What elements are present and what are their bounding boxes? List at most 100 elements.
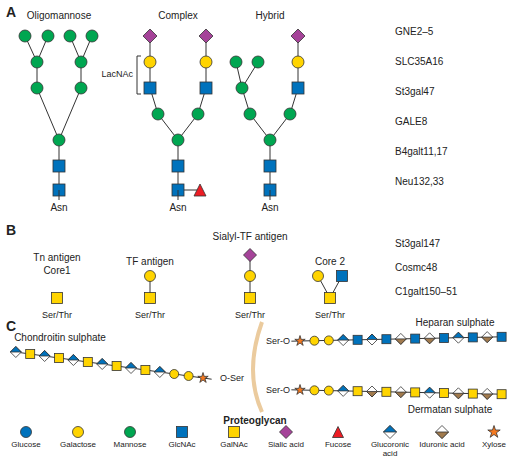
structure-label: Ser/Thr [135, 310, 165, 320]
panel-letter: C [6, 318, 16, 334]
man-symbol [42, 30, 54, 42]
glcnac-symbol [200, 82, 212, 94]
glca-symbol [39, 351, 50, 362]
galnac-symbol [497, 390, 506, 399]
glca-symbol [453, 332, 464, 343]
glca-symbol [367, 334, 378, 345]
structure-label: Core1 [43, 265, 70, 277]
gal-symbol [184, 372, 193, 381]
glca-half [367, 334, 378, 340]
glycosidic-bond [270, 190, 271, 200]
gene-name: SLC35A16 [395, 56, 443, 68]
man-symbol [172, 134, 184, 146]
glca-symbol [384, 426, 397, 439]
glca-half [384, 426, 397, 433]
glcnac-symbol [144, 82, 156, 94]
glca-half [39, 351, 50, 357]
structure-label: LacNAc [101, 69, 133, 79]
galnac-symbol [382, 387, 391, 396]
idoa-half [424, 338, 435, 344]
glycosidic-bond [37, 88, 59, 140]
man-symbol [64, 30, 76, 42]
xylose-symbol [295, 336, 305, 346]
structure-label: Ser/Thr [315, 310, 345, 320]
structure-label: O-Ser [220, 373, 244, 383]
idoa-half [395, 392, 406, 398]
gal-symbol [200, 56, 212, 68]
glcnac-symbol [353, 335, 362, 344]
gal-symbol [310, 386, 319, 395]
gal-symbol [144, 56, 156, 68]
galnac-symbol [55, 354, 64, 363]
glc-symbol [21, 427, 32, 438]
structure-label: Dermatan sulphate [408, 404, 493, 416]
glca-half [126, 363, 137, 369]
gal-symbol [324, 386, 333, 395]
idoa-half [395, 339, 406, 345]
galnac-symbol [141, 366, 150, 375]
sialic-symbol [291, 29, 305, 43]
galnac-symbol [353, 387, 362, 396]
structure-label: Chondroitin sulphate [14, 332, 106, 344]
structure-label: Hybrid [256, 10, 285, 22]
man-symbol [192, 108, 204, 120]
man-symbol [31, 56, 43, 68]
lacnac-bracket [137, 56, 141, 94]
sialic-symbol [280, 426, 293, 439]
man-symbol [125, 427, 136, 438]
idoa-symbol [424, 333, 435, 344]
glca-symbol [10, 347, 21, 358]
idoa-half [367, 392, 378, 398]
man-symbol [236, 82, 248, 94]
glca-half [154, 367, 165, 373]
man-symbol [19, 30, 31, 42]
glcnac-symbol [53, 160, 65, 172]
glca-half [424, 387, 435, 393]
sialic-symbol [199, 29, 213, 43]
glca-half [338, 335, 349, 341]
glcnac-symbol [440, 334, 449, 343]
legend-text: Iduronic acid [416, 441, 468, 450]
structure-label: Ser-O [266, 385, 290, 395]
sialic-symbol [244, 249, 257, 262]
fucose-symbol [333, 427, 344, 438]
man-symbol [230, 56, 242, 68]
glca-symbol [97, 359, 108, 370]
structure-label: Asn [50, 202, 67, 214]
idoa-symbol [482, 332, 493, 343]
glcnac-symbol [411, 334, 420, 343]
gene-name: GNE2–5 [395, 26, 433, 38]
glcnac-symbol [468, 333, 477, 342]
gal-symbol [324, 336, 333, 345]
glca-half [10, 347, 21, 353]
glcnac-symbol [497, 332, 506, 341]
structure-label: Sialyl-TF antigen [212, 231, 287, 243]
man-symbol [244, 108, 256, 120]
gene-name: GALE8 [395, 116, 427, 128]
legend-text: Galactose [52, 441, 104, 450]
structure-label: Core 2 [315, 256, 345, 268]
man-symbol [53, 134, 65, 146]
galnac-symbol [26, 350, 35, 359]
legend-text: Glucoronic acid [364, 441, 416, 459]
legend-text: Fucose [312, 441, 364, 450]
idoa-half [482, 394, 493, 400]
gene-name: B4galt11,17 [395, 146, 448, 158]
legend-text: GalNAc [208, 441, 260, 450]
man-symbol [31, 82, 43, 94]
galnac-symbol [229, 427, 240, 438]
galnac-symbol [468, 389, 477, 398]
gal-symbol [145, 271, 156, 282]
xylose-symbol [295, 385, 305, 395]
glca-half [453, 332, 464, 338]
man-symbol [75, 56, 87, 68]
man-symbol [252, 56, 264, 68]
legend-text: Xylose [468, 441, 520, 450]
glca-symbol [126, 363, 137, 374]
glycosidic-bond [59, 88, 81, 140]
galnac-symbol [411, 388, 420, 397]
idoa-symbol [453, 388, 464, 399]
idoa-symbol [395, 333, 406, 344]
galnac-symbol [145, 293, 156, 304]
panel-letter: B [6, 222, 16, 238]
